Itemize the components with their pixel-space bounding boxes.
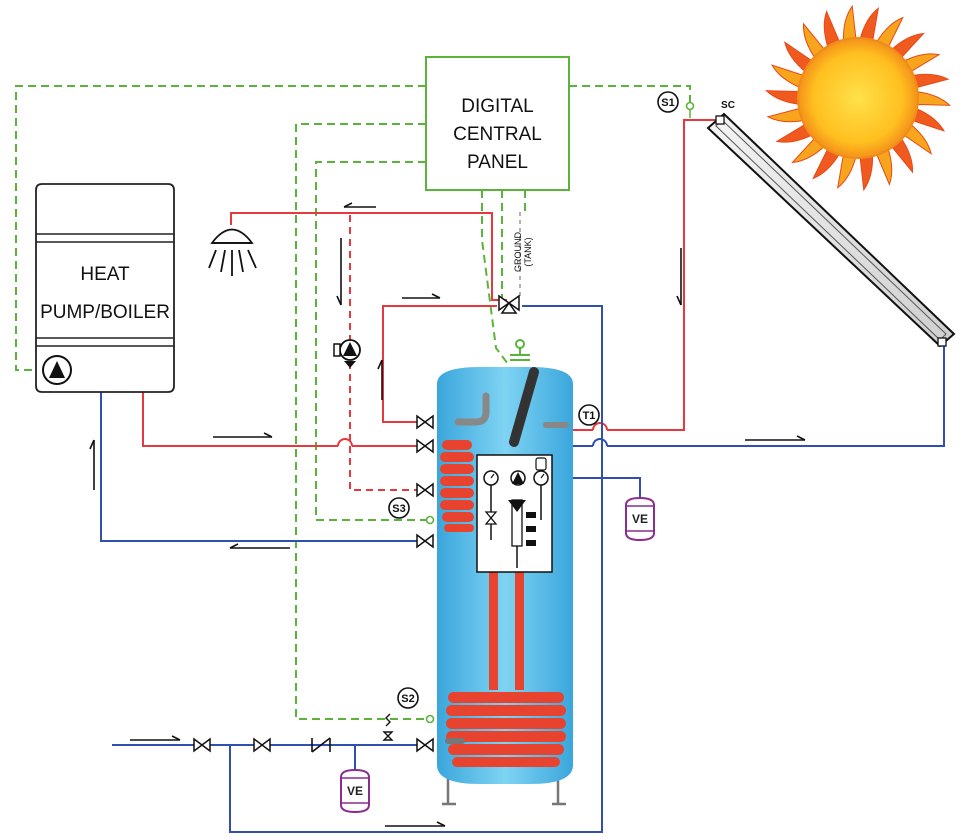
safety-valve-icon bbox=[382, 713, 394, 741]
sun-ray bbox=[890, 136, 913, 174]
collector-label: SC bbox=[721, 100, 735, 111]
expansion-vessel-solar: VE bbox=[625, 496, 655, 542]
svg-text:S1: S1 bbox=[661, 97, 674, 109]
svg-text:GROUND: GROUND bbox=[513, 232, 523, 272]
solar-collector: SC bbox=[706, 100, 956, 348]
recirculation-pump-icon bbox=[333, 339, 361, 368]
heat-pump-boiler: HEAT PUMP/BOILER bbox=[35, 183, 175, 393]
check-valve-icon bbox=[311, 737, 331, 753]
sun-ray bbox=[859, 153, 874, 192]
storage-tank bbox=[437, 367, 573, 806]
shower-head-icon bbox=[208, 228, 257, 276]
svg-text:S3: S3 bbox=[392, 503, 405, 515]
sun-ray bbox=[890, 32, 925, 60]
gate-valve-icon bbox=[416, 438, 434, 454]
sun-ray bbox=[784, 41, 814, 73]
svg-text:S2: S2 bbox=[401, 693, 414, 705]
sun-ray bbox=[812, 147, 841, 180]
control-wiring bbox=[15, 85, 691, 720]
sun-ray bbox=[910, 107, 945, 132]
sun-ray bbox=[791, 136, 826, 164]
gate-valve-icon bbox=[416, 533, 434, 549]
sun-ray bbox=[775, 123, 814, 143]
expansion-vessel-inlet: VE bbox=[340, 768, 370, 814]
flow-arrows bbox=[89, 202, 806, 827]
sun-ray bbox=[902, 123, 932, 155]
svg-text:T1: T1 bbox=[583, 410, 596, 422]
mixing-valve-icon bbox=[498, 294, 520, 314]
gate-valve-icon bbox=[193, 737, 211, 753]
boiler-label-line2: PUMP/BOILER bbox=[40, 302, 170, 323]
digital-central-panel: DIGITAL CENTRAL PANEL bbox=[425, 56, 570, 191]
sun-ray bbox=[902, 53, 941, 73]
boiler-pump-icon bbox=[42, 355, 72, 385]
expansion-vessel-inlet-label: VE bbox=[347, 784, 363, 798]
sun-ray bbox=[910, 73, 950, 89]
sun-ray bbox=[836, 153, 857, 189]
sun-ray bbox=[823, 10, 841, 49]
sensor-s3: S3 bbox=[388, 497, 435, 525]
tank-thermostat-icon bbox=[510, 339, 530, 361]
panel-label-line3: PANEL bbox=[467, 152, 528, 173]
boiler-label-line1: HEAT bbox=[80, 264, 130, 285]
gate-valve-icon bbox=[416, 737, 434, 753]
ground-tank-label: GROUND (TANK) bbox=[513, 232, 533, 272]
sensor-t1: T1 bbox=[578, 404, 600, 426]
sun-ray bbox=[803, 22, 826, 60]
expansion-vessel-solar-label: VE bbox=[632, 512, 648, 526]
sensor-s1: S1 bbox=[657, 91, 695, 118]
sun-icon bbox=[765, 4, 951, 192]
panel-label-line2: CENTRAL bbox=[453, 124, 542, 145]
sun-ray bbox=[915, 91, 951, 106]
recirculation-line bbox=[349, 215, 425, 491]
inlet-line-valves bbox=[193, 737, 271, 753]
gate-valve-icon bbox=[416, 482, 434, 498]
sensor-s2: S2 bbox=[397, 687, 435, 724]
svg-text:(TANK): (TANK) bbox=[523, 237, 533, 266]
gate-valve-icon bbox=[416, 414, 434, 430]
gate-valve-icon bbox=[253, 737, 271, 753]
sun-ray bbox=[859, 7, 880, 43]
sun-ray bbox=[766, 107, 806, 123]
tank-port-valves bbox=[416, 414, 434, 753]
sun-ray bbox=[765, 90, 801, 105]
hot-water-pipes bbox=[142, 119, 718, 470]
sun-ray bbox=[842, 4, 857, 43]
sun-ray bbox=[875, 147, 893, 186]
sun-ray bbox=[875, 16, 904, 49]
panel-label-line1: DIGITAL bbox=[461, 96, 534, 117]
sun-ray bbox=[771, 64, 806, 89]
solar-pump-station bbox=[476, 454, 553, 573]
